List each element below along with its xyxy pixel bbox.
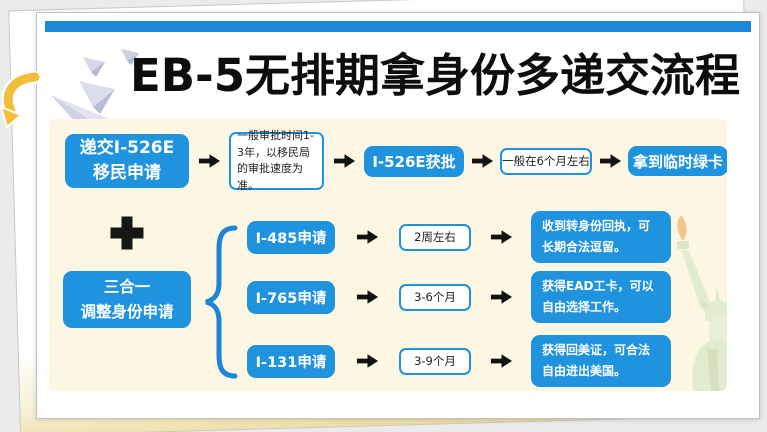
duration-i765: 3-6个月 — [399, 283, 471, 311]
arrow-right-icon — [471, 353, 531, 369]
group-label-line1: 三合一 — [103, 278, 151, 297]
step-submit-i526e: 递交I-526E 移民申请 — [65, 134, 189, 188]
left-brace-icon — [205, 225, 238, 379]
main-flow-row: 递交I-526E 移民申请 一般审批时间1-3年，以移民局的审批速度为准。 I-… — [65, 129, 727, 192]
result-i131: 获得回美证，可合法自由进出美国。 — [531, 335, 671, 387]
result-i765: 获得EAD工卡，可以自由选择工作。 — [531, 271, 671, 323]
step-submit-line1: 递交I-526E — [79, 138, 175, 159]
arrow-right-icon — [324, 153, 364, 169]
step-three-in-one: 三合一 调整身份申请 — [63, 271, 191, 328]
arrow-right-icon — [592, 153, 628, 169]
step-i526e-approved: I-526E获批 — [364, 145, 464, 177]
top-accent-bar — [45, 21, 751, 32]
arrow-right-icon — [464, 153, 500, 169]
duration-i131: 3-9个月 — [399, 347, 471, 375]
curved-arrow-icon — [0, 71, 42, 129]
arrow-right-icon — [335, 289, 399, 305]
subflow-row-i131: I-131申请 3-9个月 获得回美证，可合法自由进出美国。 — [247, 335, 671, 387]
subflow-row-i485: I-485申请 2周左右 收到转身份回执，可长期合法逗留。 — [247, 211, 671, 263]
subflow-row-i765: I-765申请 3-6个月 获得EAD工卡，可以自由选择工作。 — [247, 271, 671, 323]
note-six-months: 一般在6个月左右 — [500, 147, 592, 175]
arrow-right-icon — [335, 229, 399, 245]
arrow-right-icon — [471, 289, 531, 305]
group-label-line2: 调整身份申请 — [80, 302, 174, 321]
statue-of-liberty-watermark — [677, 215, 727, 391]
flow-panel: 递交I-526E 移民申请 一般审批时间1-3年，以移民局的审批速度为准。 I-… — [49, 119, 727, 391]
page-title: EB-5无排期拿身份多递交流程 — [129, 49, 741, 102]
duration-i485: 2周左右 — [399, 223, 471, 251]
step-submit-line2: 移民申请 — [93, 163, 161, 183]
step-i485: I-485申请 — [247, 220, 335, 254]
arrow-right-icon — [335, 353, 399, 369]
result-i485: 收到转身份回执，可长期合法逗留。 — [531, 211, 671, 263]
arrow-right-icon — [189, 153, 229, 169]
step-i131: I-131申请 — [247, 344, 335, 378]
note-approval-time: 一般审批时间1-3年，以移民局的审批速度为准。 — [229, 129, 324, 192]
step-i765: I-765申请 — [247, 280, 335, 314]
main-card: EB-5无排期拿身份多递交流程 递交I-526E — [0, 12, 760, 419]
step-temp-green-card: 拿到临时绿卡 — [628, 146, 727, 176]
arrow-right-icon — [471, 229, 531, 245]
plus-icon — [110, 216, 144, 250]
